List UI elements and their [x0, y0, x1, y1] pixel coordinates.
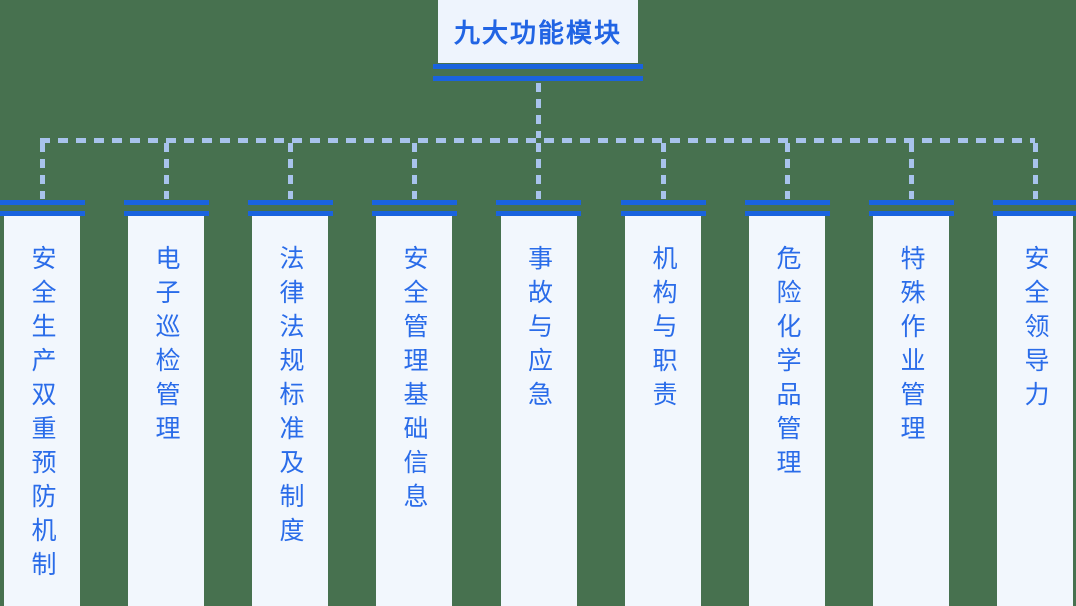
connector-drop	[784, 143, 790, 199]
module-node: 机构与职责	[625, 216, 701, 606]
column-cap-bar-top	[992, 200, 1076, 205]
root-node: 九大功能模块	[438, 0, 638, 63]
module-label: 危险化学品管理	[773, 245, 801, 483]
connector-drop	[287, 143, 293, 199]
connector-horizontal-line	[40, 138, 1035, 143]
column-cap-bar-bottom	[371, 211, 457, 216]
column-cap-bar-bottom	[620, 211, 706, 216]
root-underline-bottom	[433, 76, 643, 81]
module-label: 法律法规标准及制度	[276, 245, 304, 551]
root-node-label: 九大功能模块	[453, 18, 622, 48]
module-node: 电子巡检管理	[128, 216, 204, 606]
module-label: 事故与应急	[524, 245, 553, 415]
column-cap-bar-top	[371, 200, 457, 205]
column-cap-bar-bottom	[992, 211, 1076, 216]
module-node: 危险化学品管理	[749, 216, 825, 606]
column-cap-bar-top	[496, 200, 581, 205]
connector-drop	[1032, 143, 1038, 199]
root-underline-top	[433, 64, 643, 69]
connector-drop	[411, 143, 417, 199]
module-label: 安全领导力	[1021, 245, 1049, 415]
module-node: 安全管理基础信息	[376, 216, 452, 606]
column-cap-bar-top	[0, 200, 85, 205]
connector-drop	[660, 143, 666, 199]
connector-drop	[39, 143, 45, 199]
module-label: 特殊作业管理	[897, 245, 925, 449]
column-cap-bar-bottom	[744, 211, 830, 216]
connector-drop	[536, 143, 541, 199]
connector-drop	[908, 143, 914, 199]
module-node: 事故与应急	[500, 216, 577, 606]
column-cap-bar-top	[868, 200, 954, 205]
module-label: 电子巡检管理	[152, 245, 180, 449]
column-cap-bar-top	[123, 200, 209, 205]
column-cap-bar-bottom	[868, 211, 954, 216]
module-label: 安全生产双重预防机制	[28, 245, 56, 585]
column-cap-bar-bottom	[247, 211, 333, 216]
module-node: 安全生产双重预防机制	[4, 216, 80, 606]
column-cap-bar-top	[247, 200, 333, 205]
connector-drop	[163, 143, 169, 199]
module-label: 安全管理基础信息	[400, 245, 428, 517]
column-cap-bar-bottom	[123, 211, 209, 216]
module-node: 特殊作业管理	[873, 216, 949, 606]
root-connector-stem	[535, 83, 541, 138]
module-label: 机构与职责	[649, 245, 677, 415]
module-node: 法律法规标准及制度	[252, 216, 328, 606]
column-cap-bar-bottom	[496, 211, 581, 216]
column-cap-bar-bottom	[0, 211, 85, 216]
column-cap-bar-top	[744, 200, 830, 205]
column-cap-bar-top	[620, 200, 706, 205]
module-node: 安全领导力	[997, 216, 1073, 606]
